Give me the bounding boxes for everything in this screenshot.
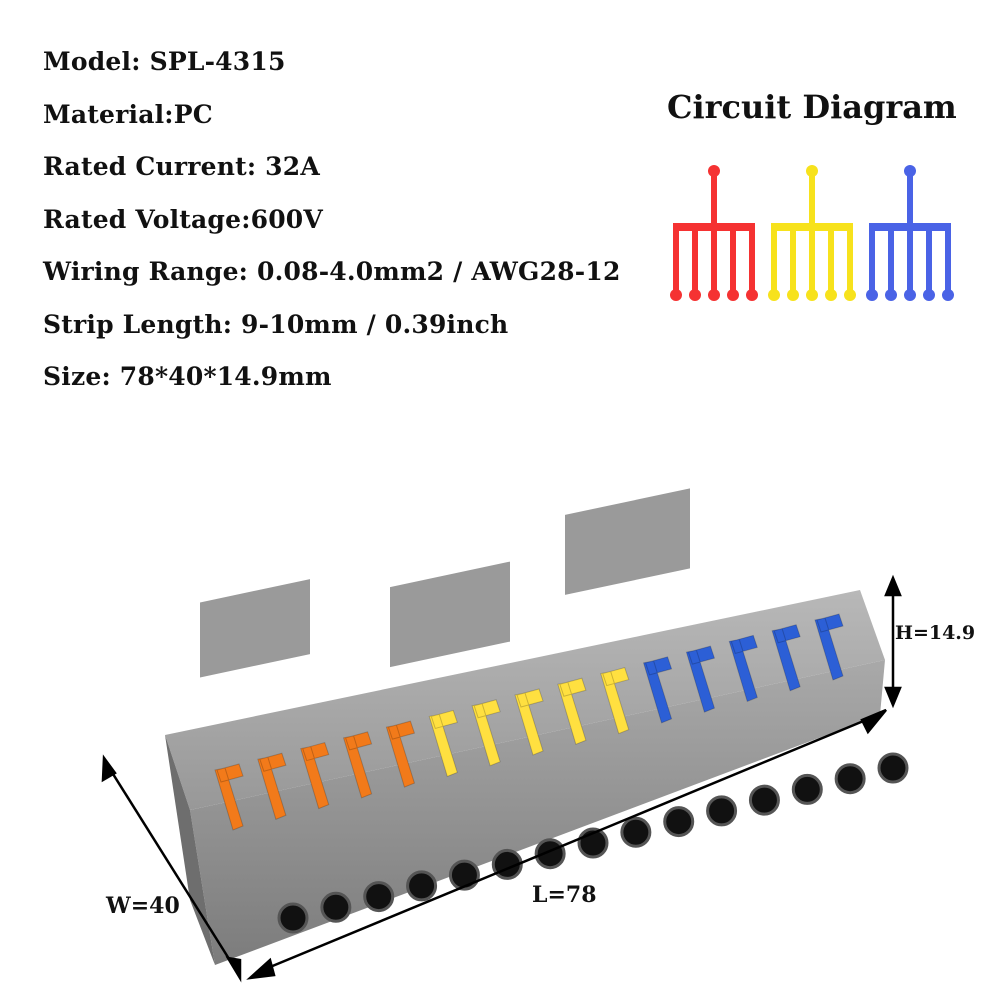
lever-11: [685, 645, 716, 713]
spec-rated-voltage: Rated Voltage:600V: [43, 204, 324, 234]
raised-housing-yellow: [390, 561, 510, 668]
wire-hole-1: [320, 891, 352, 923]
lever-9: [600, 666, 630, 735]
spec-material: Material:PC: [43, 99, 213, 129]
connector-product-image: [101, 488, 909, 983]
height-dimension-label: H=14.9: [895, 622, 976, 644]
lever-5: [428, 709, 458, 778]
lever-1: [257, 752, 287, 820]
spec-wiring-range: Wiring Range: 0.08-4.0mm2 / AWG28-12: [43, 257, 621, 286]
wire-hole-14: [877, 752, 909, 784]
wire-hole-3: [406, 870, 438, 902]
spec-strip-length: Strip Length: 9-10mm / 0.39inch: [43, 309, 509, 339]
wire-hole-13: [834, 763, 866, 795]
circuit-diagram: [670, 165, 954, 301]
wire-hole-11: [748, 784, 780, 816]
circuit-diagram-title: Circuit Diagram: [667, 88, 957, 126]
lever-8: [557, 677, 587, 745]
raised-housing-orange: [200, 579, 310, 678]
wire-hole-2: [363, 881, 395, 913]
circuit-branch-2: [866, 165, 954, 301]
spec-model: Model: SPL-4315: [43, 47, 286, 76]
lever-14: [814, 613, 844, 681]
spec-rated-current: Rated Current: 32A: [43, 152, 320, 181]
spec-size: Size: 78*40*14.9mm: [43, 362, 332, 391]
wire-hole-4: [448, 859, 480, 891]
lever-7: [514, 688, 544, 756]
circuit-branch-0: [670, 165, 758, 301]
lever-12: [728, 634, 758, 703]
lever-13: [771, 624, 801, 692]
spec-list: Model: SPL-4315 Material:PC Rated Curren…: [43, 36, 621, 404]
raised-housing-blue: [565, 488, 690, 595]
circuit-branch-1: [768, 165, 856, 301]
lever-0: [214, 763, 244, 831]
lever-10: [642, 656, 673, 724]
width-dimension-label: W=40: [106, 893, 180, 919]
lever-2: [300, 741, 330, 810]
height-dimension-arrow: [884, 574, 902, 709]
length-dimension-label: L=78: [532, 882, 597, 908]
lever-6: [471, 699, 501, 767]
wire-hole-12: [791, 773, 823, 805]
lever-3: [342, 731, 373, 799]
length-dimension-arrow: [246, 708, 887, 980]
wire-hole-0: [277, 902, 309, 934]
wire-hole-9: [663, 806, 695, 838]
connector-side-face: [165, 735, 215, 965]
wire-hole-8: [620, 816, 652, 848]
width-dimension-arrow: [101, 754, 242, 983]
connector-front-face: [190, 660, 885, 965]
wire-hole-10: [706, 795, 738, 827]
lever-4: [385, 720, 416, 788]
